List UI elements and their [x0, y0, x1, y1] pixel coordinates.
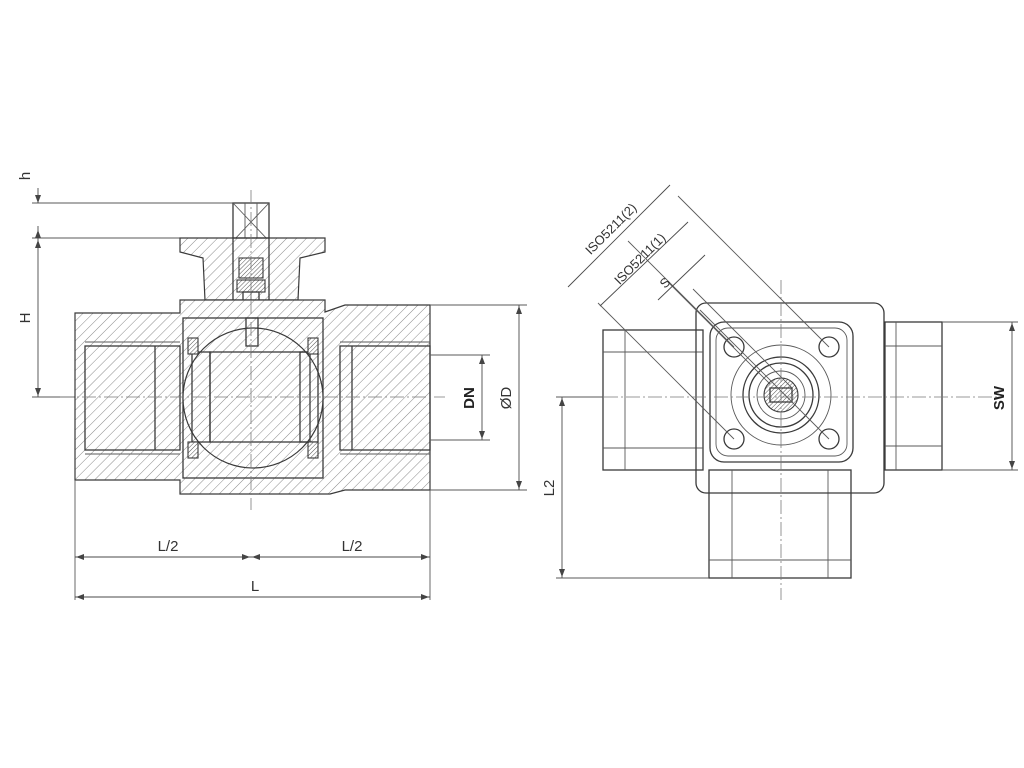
left-port-body [602, 329, 704, 471]
mounting-flange [709, 321, 854, 463]
iso2-dimension-line [567, 184, 671, 288]
right-port-bore [339, 345, 431, 451]
s-ext-b [692, 288, 793, 389]
DN-arrow-bottom [479, 431, 485, 439]
bottom-port-body [708, 469, 852, 579]
DN-label: DN [461, 387, 478, 409]
top-view: ISO5211(2) ISO5211(1) S L2 SW [541, 184, 1018, 600]
Lhalf-arrow-3 [252, 554, 260, 560]
s-label: S [656, 274, 673, 291]
s-dimension-line [657, 254, 706, 301]
section-view: DN ØD L/2 L/2 L h H [17, 172, 527, 600]
Lhalf-arrow-1 [76, 554, 84, 560]
bolt-hole-top-right [818, 336, 840, 358]
SW-arrow-top [1009, 323, 1015, 331]
H-label: H [17, 313, 34, 324]
L-half-left-label: L/2 [158, 538, 179, 555]
H-arrow-bottom [35, 388, 41, 396]
OD-arrow-top [516, 306, 522, 314]
iso1-dimension-line [599, 221, 689, 307]
right-port-body [884, 321, 943, 471]
seat-top-right [307, 337, 319, 355]
SW-label: SW [991, 385, 1008, 410]
iso1-ext-a [627, 240, 735, 348]
L2-label: L2 [541, 480, 558, 497]
L2-arrow-top [559, 398, 565, 406]
central-body [695, 302, 885, 494]
h-arrow-bottom [35, 230, 41, 238]
iso2-ext-a [597, 302, 735, 440]
L2-arrow-bottom [559, 569, 565, 577]
seat-bottom-left [187, 441, 199, 459]
h-arrow-top [35, 195, 41, 203]
iso1-ext-b [699, 309, 830, 440]
ball [182, 327, 324, 469]
L-arrow-right [421, 594, 429, 600]
h-label: h [17, 172, 34, 180]
Lhalf-arrow-4 [421, 554, 429, 560]
L-arrow-left [76, 594, 84, 600]
iso2-ext-b [677, 195, 830, 348]
DN-arrow-top [479, 356, 485, 364]
iso2-label: ISO5211(2) [582, 200, 639, 257]
H-arrow-top [35, 240, 41, 248]
left-port-bore [84, 345, 181, 451]
seat-top-left [187, 337, 199, 355]
L-half-right-label: L/2 [342, 538, 363, 555]
mounting-flange-inner [715, 327, 848, 457]
seat-bottom-right [307, 441, 319, 459]
OD-arrow-bottom [516, 481, 522, 489]
OD-label: ØD [498, 387, 515, 410]
bolt-hole-bottom-left [723, 428, 745, 450]
L-label: L [251, 578, 259, 595]
Lhalf-arrow-2 [242, 554, 250, 560]
bolt-hole-bottom-right [818, 428, 840, 450]
stem-tang [245, 317, 259, 347]
bolt-hole-top-left [723, 336, 745, 358]
SW-arrow-bottom [1009, 461, 1015, 469]
s-ext-a [667, 281, 771, 385]
